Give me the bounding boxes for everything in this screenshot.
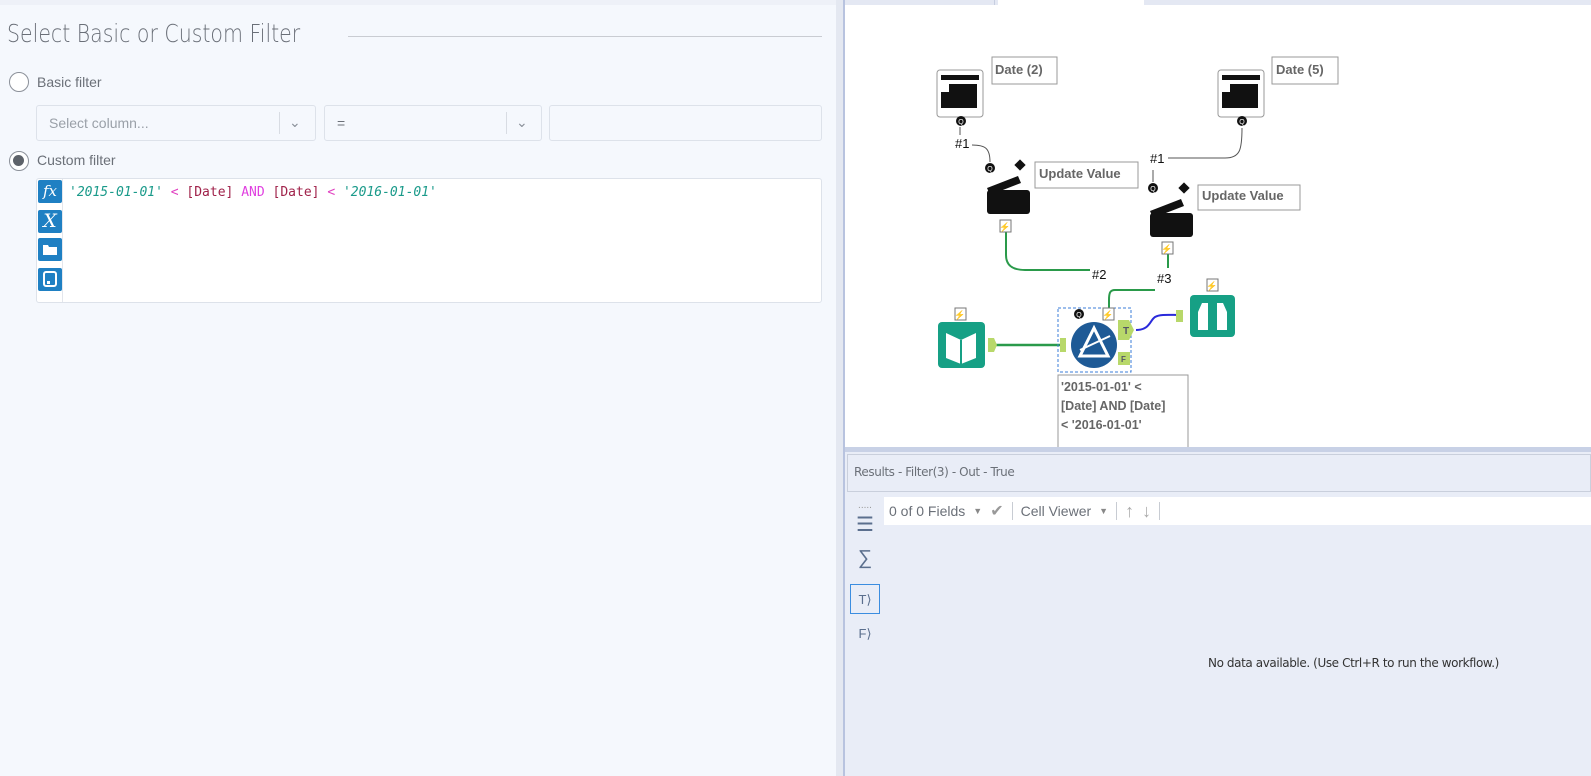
column-select-placeholder: Select column... — [49, 115, 149, 131]
save-icon[interactable] — [38, 268, 62, 291]
results-toolbar: 0 of 0 Fields ▼ ✔ Cell Viewer ▼ ↑ ↓ — [884, 497, 1591, 525]
custom-filter-radio[interactable] — [9, 151, 29, 171]
no-data-message: No data available. (Use Ctrl+R to run th… — [1208, 656, 1499, 670]
open-folder-icon[interactable] — [38, 238, 62, 261]
editor-toolbar: fx X — [37, 179, 63, 302]
browse-tool-icon: ⚡ — [1176, 278, 1235, 337]
panel-splitter-horizontal[interactable] — [845, 447, 1591, 452]
false-output-label: F — [858, 626, 867, 641]
filter-annotation-line: < '2016-01-01' — [1061, 418, 1142, 432]
svg-text:⚡: ⚡ — [1206, 280, 1217, 292]
clapperboard-icon: Q ⚡ — [985, 159, 1030, 233]
svg-text:Q: Q — [958, 119, 964, 126]
filter-value-input[interactable] — [549, 105, 822, 141]
operator: < — [170, 185, 179, 200]
date-tool-2-icon: Q — [1217, 69, 1265, 126]
checkmark-icon[interactable]: ✔ — [990, 503, 1004, 520]
connection-label: #3 — [1157, 271, 1171, 286]
panel-title: Select Basic or Custom Filter — [7, 19, 301, 48]
svg-text:Q: Q — [987, 166, 993, 173]
date-tool-1-label: Date (2) — [995, 62, 1043, 77]
panel-splitter[interactable] — [836, 0, 845, 776]
dropdown-arrow-icon[interactable]: ▼ — [973, 506, 983, 516]
filter-annotation-box — [1057, 374, 1189, 450]
update-value-2-label: Update Value — [1202, 188, 1284, 203]
connection-line — [1168, 127, 1243, 159]
connection-label: #1 — [955, 136, 969, 151]
results-header: Results - Filter(3) - Out - True — [847, 454, 1591, 492]
chevron-down-icon[interactable]: ⌄ — [289, 114, 301, 130]
field-reference: [Date] — [186, 185, 234, 200]
divider — [279, 112, 280, 134]
metadata-sigma-icon[interactable]: ∑ — [857, 547, 873, 569]
expression-text[interactable]: '2015-01-01' < [Date] AND [Date] < '2016… — [69, 185, 437, 200]
dropdown-arrow-icon[interactable]: ▼ — [1099, 506, 1109, 516]
false-output-tab[interactable]: F⟩ — [858, 626, 872, 641]
divider — [1159, 502, 1161, 520]
fx-icon[interactable]: fx — [38, 180, 62, 203]
basic-filter-label: Basic filter — [37, 74, 102, 90]
connection-line — [1005, 232, 1090, 271]
configuration-panel: Select Basic or Custom Filter Basic filt… — [7, 19, 822, 303]
filter-false-anchor: F — [1121, 355, 1126, 364]
string-literal: '2015-01-01' — [69, 185, 163, 200]
divider — [1116, 502, 1118, 520]
cell-viewer-selector[interactable]: Cell Viewer — [1020, 503, 1092, 519]
workflow-canvas[interactable]: Q Date (2) #1 Q Date (5) #1 Q ⚡ Update V… — [845, 5, 1591, 450]
basic-filter-radio[interactable] — [9, 72, 29, 92]
divider — [1011, 502, 1013, 520]
connection-label: #1 — [1150, 151, 1164, 166]
chevron-down-icon[interactable]: ⌄ — [516, 114, 528, 130]
results-panel: Results - Filter(3) - Out - True ..... ☰… — [845, 452, 1591, 776]
operator: < — [327, 185, 336, 200]
svg-text:Q: Q — [1150, 186, 1156, 193]
arrow-up-icon[interactable]: ↑ — [1125, 500, 1135, 521]
custom-filter-label: Custom filter — [37, 152, 116, 168]
variable-x-icon[interactable]: X — [38, 210, 62, 233]
svg-text:Q: Q — [1239, 119, 1245, 126]
field-reference: [Date] — [272, 185, 320, 200]
tab[interactable] — [845, 0, 995, 5]
connection-label: #2 — [1092, 267, 1106, 282]
string-literal: '2016-01-01' — [342, 185, 437, 200]
filter-annotation-line: [Date] AND [Date] — [1061, 399, 1165, 413]
svg-text:⚡: ⚡ — [1102, 309, 1113, 321]
drag-handle[interactable]: ..... — [858, 500, 872, 511]
fields-selector[interactable]: 0 of 0 Fields — [889, 503, 966, 519]
true-output-tab[interactable]: T⟩ — [850, 584, 880, 614]
filter-tool-icon: Q ⚡ T F — [1057, 307, 1134, 373]
table-view-icon[interactable]: ☰ — [856, 514, 874, 536]
tab-strip — [845, 0, 1591, 5]
date-tool-2-label: Date (5) — [1276, 62, 1324, 77]
svg-text:⚡: ⚡ — [1161, 243, 1172, 255]
operator-select[interactable]: = ⌄ — [324, 105, 542, 141]
keyword: AND — [241, 185, 265, 200]
workflow-diagram: Q Date (2) #1 Q Date (5) #1 Q ⚡ Update V… — [936, 56, 1339, 450]
date-tool-1-icon: Q — [936, 69, 984, 126]
column-select[interactable]: Select column... ⌄ — [36, 105, 316, 141]
filter-annotation-line: '2015-01-01' < — [1061, 380, 1142, 394]
update-value-1-label: Update Value — [1039, 166, 1121, 181]
true-output-label: T — [858, 592, 867, 607]
divider — [506, 112, 507, 134]
connection-line — [959, 127, 991, 163]
tab-active[interactable] — [998, 0, 1144, 5]
connection-line — [1135, 313, 1181, 331]
svg-text:⚡: ⚡ — [999, 221, 1010, 233]
expression-editor[interactable]: fx X '2015-01-01' < [Date] AND [Date] < … — [36, 178, 822, 303]
operator-value: = — [337, 115, 346, 131]
title-divider — [348, 36, 822, 37]
input-data-tool-icon: ⚡ — [938, 307, 997, 368]
arrow-down-icon[interactable]: ↓ — [1142, 500, 1152, 521]
svg-text:⚡: ⚡ — [954, 309, 965, 321]
connection-line — [1108, 289, 1155, 313]
clapperboard-icon: Q ⚡ — [1148, 182, 1193, 255]
svg-text:Q: Q — [1076, 312, 1082, 319]
filter-true-anchor: T — [1123, 326, 1129, 337]
